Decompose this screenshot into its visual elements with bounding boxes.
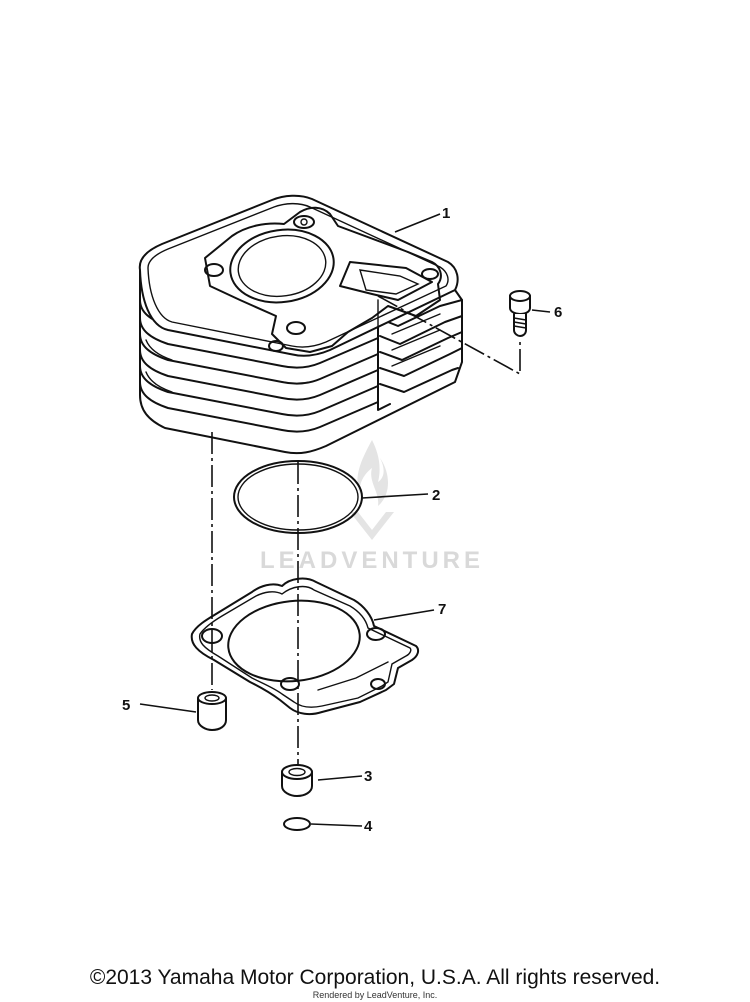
small-o-ring-part-4 — [283, 817, 311, 831]
callout-part-5: 5 — [122, 697, 130, 714]
copyright-notice: ©2013 Yamaha Motor Corporation, U.S.A. A… — [89, 966, 661, 989]
callout-part-4: 4 — [364, 818, 373, 835]
watermark-chevron-icon — [350, 512, 394, 540]
callout-part-1: 1 — [442, 205, 450, 222]
cylinder-part-1 — [138, 194, 463, 455]
dowel-pin-part-3 — [281, 764, 313, 797]
cylinder-gasket-part-7 — [190, 577, 420, 716]
watermark-flame-icon — [357, 440, 388, 506]
callout-part-3: 3 — [364, 768, 372, 785]
watermark-text: LEADVENTURE — [260, 547, 484, 574]
assembly-lines — [211, 295, 521, 766]
bolt-part-6 — [509, 290, 531, 337]
callout-part-6: 6 — [554, 304, 562, 321]
rendered-by-credit: Rendered by LeadVenture, Inc. — [312, 990, 438, 1000]
watermark: LEADVENTURE — [260, 440, 484, 574]
callout-part-2: 2 — [432, 487, 440, 504]
callout-part-7: 7 — [438, 601, 446, 618]
leader-lines — [139, 213, 551, 827]
dowel-pin-part-5 — [197, 691, 227, 731]
